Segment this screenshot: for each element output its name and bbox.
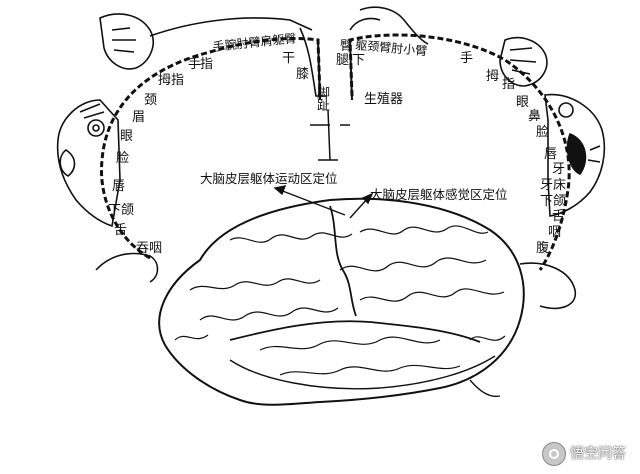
motor-label-tongue: 舌 — [114, 223, 128, 238]
sensory-label-gums: 牙床 — [540, 178, 567, 193]
sensory-label-thumb: 拇 — [486, 69, 500, 84]
motor-cortex-arc — [99, 37, 322, 260]
motor-area-caption: 大脑皮层躯体运动区定位 — [200, 171, 338, 186]
sensory-label-leg: 腿 — [336, 53, 350, 68]
watermark: 悟空问答 — [542, 442, 626, 466]
sensory-label-hip: 臀 — [340, 39, 354, 54]
motor-label-finger: 指 — [200, 57, 214, 72]
sensory-label-finger: 指 — [502, 77, 516, 92]
sensory-label-jaw: 下颌 — [540, 194, 567, 209]
motor-label-toes: 脚趾 — [314, 86, 329, 110]
sensory-label-abdomen: 腹 — [536, 241, 550, 256]
motor-label-hand: 手 — [188, 57, 202, 72]
motor-homunculus — [56, 13, 326, 283]
sensory-cortex-arc — [348, 33, 571, 271]
sensory-label-nose: 鼻 — [528, 109, 542, 124]
sensory-area-caption: 大脑皮层躯体感觉区定位 — [370, 187, 508, 202]
sensory-label-lips: 唇 — [544, 147, 558, 162]
motor-label-lips: 唇 — [112, 179, 126, 194]
sensory-label-teeth: 牙 — [552, 162, 566, 177]
motor-toe-stem — [317, 39, 321, 101]
motor-label-brow: 眉 — [132, 110, 146, 125]
motor-label-face: 脸 — [116, 151, 130, 166]
wukong-logo-icon — [542, 442, 566, 466]
motor-label-swallow: 吞咽 — [136, 241, 163, 256]
watermark-text: 悟空问答 — [570, 446, 626, 462]
sensory-homunculus — [349, 6, 606, 310]
midline-marks — [310, 109, 350, 161]
sensory-label-tongue: 舌 — [552, 209, 566, 224]
sensory-genital-stem — [349, 39, 353, 101]
sensory-label-hand: 手 — [460, 51, 474, 66]
sensory-label-lower: 下 — [352, 53, 366, 68]
sensory-label-eye: 眼 — [516, 95, 530, 110]
sensory-label-genitals: 生殖器 — [364, 92, 404, 107]
motor-label-eye: 眼 — [120, 129, 134, 144]
motor-label-thumb: 拇指 — [158, 73, 185, 88]
sensory-label-pharynx: 咽 — [548, 225, 562, 240]
motor-label-jaw: 下颌 — [108, 203, 135, 218]
sensory-label-face: 脸 — [536, 125, 550, 140]
motor-label-trunk: 干 — [282, 51, 296, 66]
brain — [158, 197, 525, 406]
motor-label-knee: 膝 — [296, 67, 310, 82]
motor-label-neck: 颈 — [144, 93, 158, 108]
caption-arrows — [273, 185, 374, 219]
